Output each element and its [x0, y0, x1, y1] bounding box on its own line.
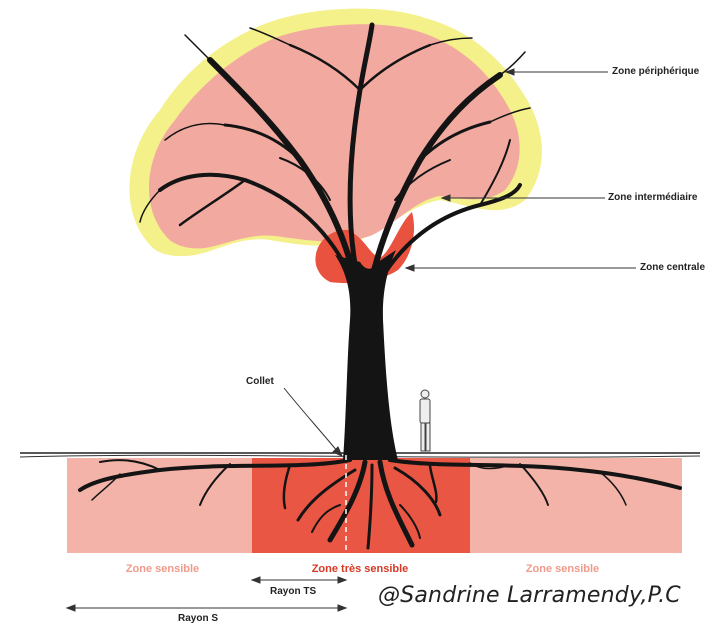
- collet-label: Collet: [246, 376, 274, 387]
- sensitive-zone-right: [470, 458, 682, 553]
- person-figure: [420, 390, 430, 451]
- rayon-ts-label: Rayon TS: [270, 586, 316, 597]
- zone-sensible-right-label: Zone sensible: [500, 563, 625, 575]
- zone-sensible-left-label: Zone sensible: [100, 563, 225, 575]
- zone-peripherique-label: Zone périphérique: [612, 66, 699, 77]
- rayon-s-label: Rayon S: [178, 613, 218, 624]
- sensitive-zone-left: [67, 458, 252, 553]
- zone-intermediaire-label: Zone intermédiaire: [608, 192, 697, 203]
- zone-centrale-label: Zone centrale: [640, 262, 705, 273]
- zone-tres-sensible-label: Zone très sensible: [300, 563, 420, 575]
- photo-credit: @Sandrine Larramendy,P.C: [378, 583, 681, 608]
